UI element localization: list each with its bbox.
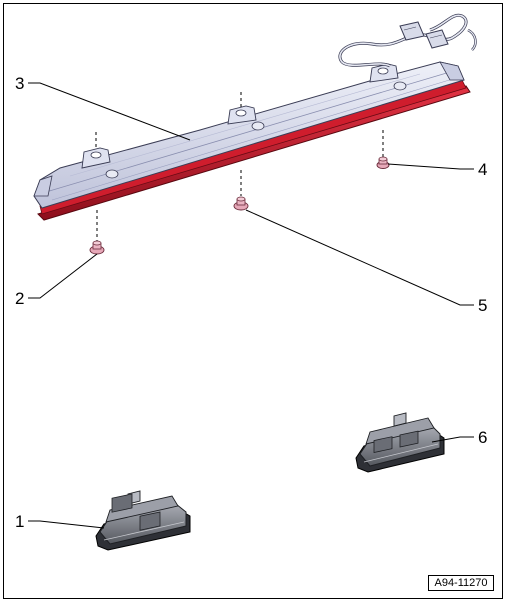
mounting-tab-left (81, 147, 119, 179)
callout-3: 3 (15, 74, 24, 93)
leader-lines (28, 82, 474, 529)
electrical-connector (399, 21, 449, 49)
high-level-brake-light (33, 13, 477, 221)
screw-5 (233, 196, 249, 211)
leader-line-6 (431, 436, 474, 443)
figure-reference: A94-11270 (428, 575, 494, 591)
callout-5: 5 (478, 296, 487, 315)
callout-6: 6 (478, 428, 487, 447)
installation-lines (95, 92, 384, 242)
leader-line-3 (28, 82, 191, 141)
leader-line-4 (387, 163, 474, 170)
mounting-tab-middle (227, 105, 265, 131)
screw-4 (376, 156, 390, 169)
licence-plate-lamp-right (355, 412, 445, 473)
leader-line-5 (245, 209, 474, 306)
callout-4: 4 (478, 160, 487, 179)
mounting-tab-right (369, 63, 407, 91)
brake-light-housing (33, 61, 465, 209)
callout-1: 1 (15, 512, 24, 531)
leader-line-1 (28, 520, 105, 529)
licence-plate-lamp-left (95, 490, 191, 551)
callout-2: 2 (15, 289, 24, 308)
screw-2 (89, 240, 105, 255)
leader-line-2 (28, 253, 98, 299)
wiring-harness (338, 13, 477, 68)
